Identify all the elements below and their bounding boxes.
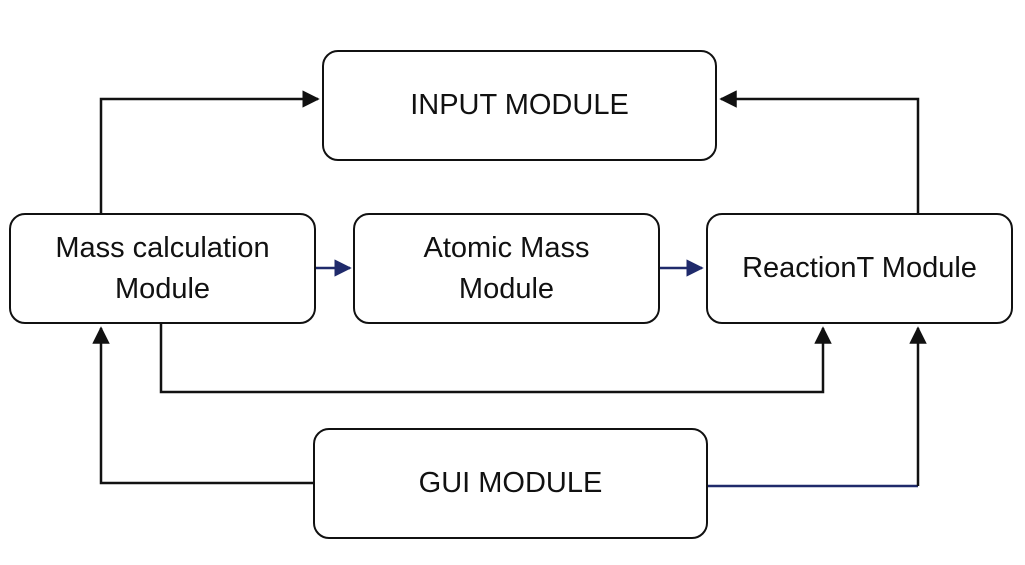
reactiont-module-label: ReactionT Module — [742, 252, 977, 284]
edge-reaction-to-input — [719, 90, 920, 213]
mass-calculation-module-text: Mass calculation Module — [55, 228, 269, 310]
input-module-box: INPUT MODULE — [322, 50, 717, 161]
gui-module-box: GUI MODULE — [313, 428, 708, 539]
atomic-mass-line1: Atomic Mass — [423, 231, 590, 264]
atomic-mass-module-text: Atomic Mass Module — [424, 228, 590, 310]
gui-module-label: GUI MODULE — [418, 467, 603, 499]
mass-calculation-line1: Mass calculation — [55, 231, 270, 264]
edge-mass-to-reaction — [159, 324, 832, 394]
input-module-label: INPUT MODULE — [410, 89, 629, 121]
edge-gui-to-mass — [92, 326, 313, 485]
atomic-mass-line2: Module — [458, 272, 555, 305]
reactiont-module-box: ReactionT Module — [706, 213, 1013, 324]
mass-calculation-line2: Module — [114, 272, 211, 305]
mass-calculation-module-box: Mass calculation Module — [9, 213, 316, 324]
atomic-mass-module-box: Atomic Mass Module — [353, 213, 660, 324]
edge-mass-to-input — [99, 90, 320, 213]
